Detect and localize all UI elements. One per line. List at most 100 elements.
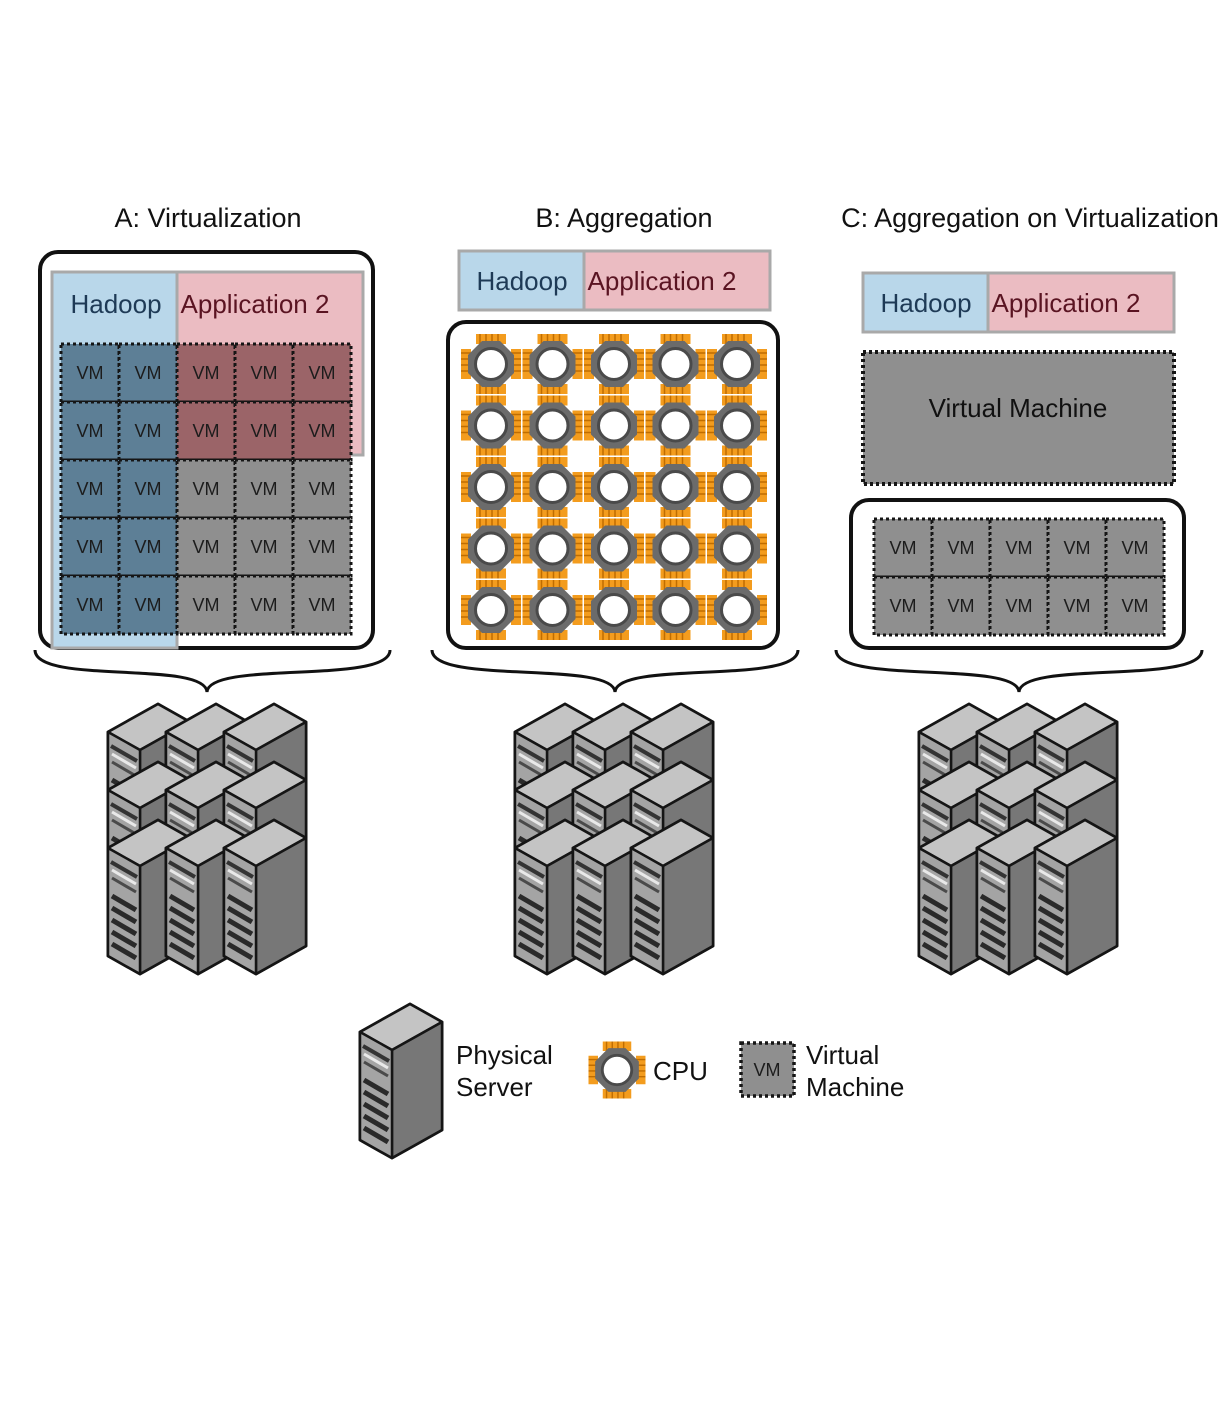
vm-cell: VM xyxy=(1046,575,1108,637)
panel-b-app2-bar xyxy=(582,249,772,312)
vm-label: VM xyxy=(193,537,220,557)
vm-label: VM xyxy=(251,537,278,557)
vm-cell: VM xyxy=(233,400,295,462)
vm-label: VM xyxy=(309,479,336,499)
vm-cell: VM xyxy=(291,400,353,462)
panel-c-server-cluster xyxy=(919,704,1117,974)
vm-label: VM xyxy=(1064,596,1091,616)
vm-cell: VM xyxy=(291,458,353,520)
panel-a: A: Virtualization Hadoop Application 2 V… xyxy=(33,203,392,974)
vm-label: VM xyxy=(135,363,162,383)
legend-server-line1: Physical xyxy=(456,1040,553,1070)
server-icon xyxy=(631,820,713,974)
vm-cell: VM xyxy=(988,575,1050,637)
vm-label: VM xyxy=(309,595,336,615)
vm-cell: VM xyxy=(872,575,934,637)
vm-label: VM xyxy=(77,421,104,441)
panel-c-virtual-machine-label: Virtual Machine xyxy=(929,393,1108,423)
vm-cell: VM xyxy=(59,516,121,578)
server-icon xyxy=(1035,820,1117,974)
vm-label: VM xyxy=(251,421,278,441)
cpu-icon xyxy=(587,1040,647,1100)
vm-cell: VM xyxy=(59,342,121,404)
vm-cell: VM xyxy=(117,342,179,404)
vm-label: VM xyxy=(77,363,104,383)
vm-label: VM xyxy=(77,537,104,557)
vm-cell: VM xyxy=(175,400,237,462)
panel-c-virtual-machine xyxy=(861,350,1176,486)
legend: Physical Server CPU VM Virtual Machine xyxy=(360,1004,904,1158)
panel-c-title: C: Aggregation on Virtualization xyxy=(841,203,1219,233)
panel-a-server-cluster xyxy=(108,704,306,974)
vm-cell: VM xyxy=(988,517,1050,579)
vm-label: VM xyxy=(948,596,975,616)
vm-icon: VM xyxy=(739,1041,796,1098)
vm-label: VM xyxy=(193,479,220,499)
vm-label: VM xyxy=(309,363,336,383)
panel-b-title: B: Aggregation xyxy=(535,203,712,233)
legend-vm-line2: Machine xyxy=(806,1072,904,1102)
vm-cell: VM xyxy=(1104,575,1166,637)
vm-label: VM xyxy=(251,363,278,383)
vm-label: VM xyxy=(251,595,278,615)
panel-a-hadoop-label: Hadoop xyxy=(70,289,161,319)
vm-cell: VM xyxy=(233,342,295,404)
panel-b-server-cluster xyxy=(515,704,713,974)
brace-icon xyxy=(33,649,392,693)
vm-cell: VM xyxy=(59,574,121,636)
legend-vm-icon-label: VM xyxy=(754,1060,781,1080)
vm-label: VM xyxy=(251,479,278,499)
vm-label: VM xyxy=(193,421,220,441)
vm-label: VM xyxy=(77,479,104,499)
brace-icon xyxy=(834,649,1204,693)
vm-label: VM xyxy=(193,595,220,615)
panel-b-app2-label: Application 2 xyxy=(588,266,737,296)
vm-label: VM xyxy=(193,363,220,383)
vm-cell: VM xyxy=(175,342,237,404)
legend-cpu-label: CPU xyxy=(653,1056,708,1086)
brace-icon xyxy=(430,649,800,693)
vm-label: VM xyxy=(890,538,917,558)
vm-cell: VM xyxy=(1104,517,1166,579)
vm-label: VM xyxy=(1064,538,1091,558)
vm-label: VM xyxy=(1122,538,1149,558)
vm-cell: VM xyxy=(291,342,353,404)
panel-c-hadoop-label: Hadoop xyxy=(880,288,971,318)
vm-cell: VM xyxy=(872,517,934,579)
vm-cell: VM xyxy=(117,574,179,636)
panel-c-app2-bar xyxy=(986,271,1176,334)
vm-cell: VM xyxy=(233,458,295,520)
vm-cell: VM xyxy=(175,516,237,578)
legend-vm-line1: Virtual xyxy=(806,1040,879,1070)
vm-cell: VM xyxy=(117,400,179,462)
vm-cell: VM xyxy=(291,516,353,578)
legend-server-line2: Server xyxy=(456,1072,533,1102)
vm-label: VM xyxy=(1006,538,1033,558)
vm-cell: VM xyxy=(117,516,179,578)
vm-cell: VM xyxy=(291,574,353,636)
panel-b-hadoop-label: Hadoop xyxy=(476,266,567,296)
vm-label: VM xyxy=(890,596,917,616)
vm-label: VM xyxy=(135,421,162,441)
vm-cell: VM xyxy=(930,517,992,579)
vm-label: VM xyxy=(1122,596,1149,616)
vm-label: VM xyxy=(1006,596,1033,616)
vm-label: VM xyxy=(309,421,336,441)
vm-label: VM xyxy=(948,538,975,558)
vm-label: VM xyxy=(77,595,104,615)
vm-label: VM xyxy=(309,537,336,557)
panel-c: C: Aggregation on Virtualization Hadoop … xyxy=(834,203,1219,974)
panel-b-hadoop-bar xyxy=(457,249,586,312)
panel-a-title: A: Virtualization xyxy=(114,203,301,233)
vm-cell: VM xyxy=(175,574,237,636)
vm-cell: VM xyxy=(930,575,992,637)
server-icon xyxy=(224,820,306,974)
vm-cell: VM xyxy=(59,400,121,462)
vm-cell: VM xyxy=(175,458,237,520)
panel-b-cpu-grid xyxy=(459,332,769,642)
server-icon xyxy=(360,1004,442,1158)
vm-label: VM xyxy=(135,537,162,557)
panel-c-vm-grid: VM VM VM VM VM VM VM VM VM VM xyxy=(872,517,1166,637)
vm-cell: VM xyxy=(233,574,295,636)
